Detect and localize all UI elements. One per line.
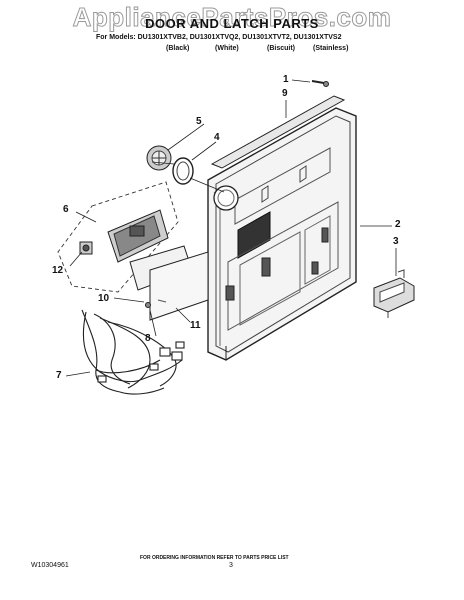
connector-part [79,241,93,255]
page-title: DOOR AND LATCH PARTS [145,16,319,31]
door-panel [207,107,357,361]
seal-ring [172,157,194,185]
document-number: W10304961 [31,562,69,569]
control-assembly-outline [57,181,179,293]
clip-screw [145,302,151,308]
door-gasket [210,95,346,169]
door-latch [373,269,415,318]
ordering-note: FOR ORDERING INFORMATION REFER TO PARTS … [140,555,289,561]
callout-11: 11 [190,320,201,331]
callout-5: 5 [196,116,202,127]
selector-knob [146,145,172,171]
callout-3: 3 [393,236,399,247]
callout-6: 6 [63,204,69,215]
callout-10: 10 [98,293,110,304]
callout-8: 8 [145,333,151,344]
page-number: 3 [229,562,233,569]
callout-12: 12 [52,265,64,276]
callout-4: 4 [214,132,220,143]
color-stainless: (Stainless) [313,45,349,52]
callout-1: 1 [283,74,289,85]
color-black: (Black) [166,45,190,52]
callout-9: 9 [282,88,288,99]
wire-harness [81,309,185,395]
callout-2: 2 [395,219,401,230]
control-module [107,209,169,263]
callout-7: 7 [56,370,62,381]
watermark: AppliancePartsPros.com [72,2,392,33]
color-white: (White) [215,45,239,52]
color-biscuit: (Biscuit) [267,45,295,52]
screw [311,80,329,87]
callout-leaders [65,79,397,377]
model-list: For Models: DU1301XTVB2, DU1301XTVQ2, DU… [96,34,342,41]
